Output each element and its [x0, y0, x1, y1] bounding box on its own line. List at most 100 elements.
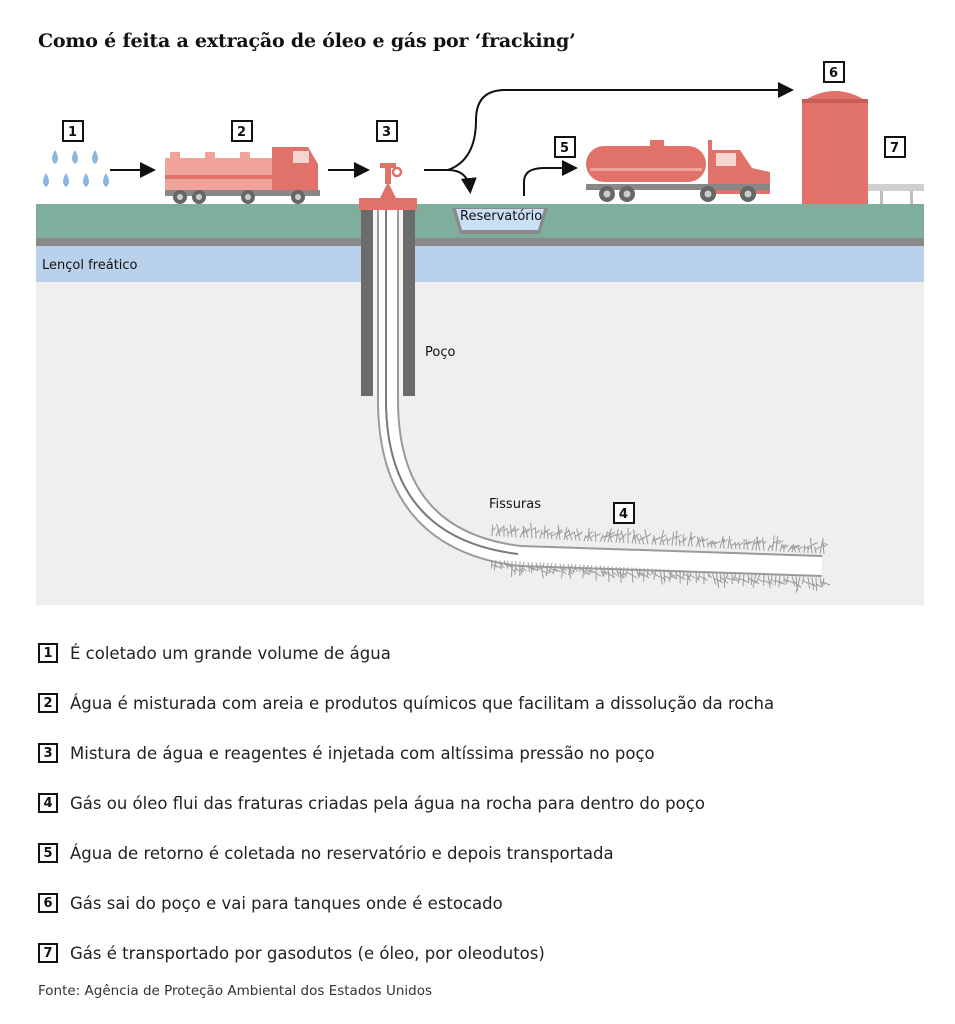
water-table-layer [36, 246, 924, 282]
fissure-stroke [608, 531, 618, 543]
fissure-stroke [707, 571, 713, 579]
fissure-stroke [627, 527, 632, 544]
fissure-stroke [496, 523, 504, 537]
step-2-marker: 2 [231, 120, 253, 142]
fissure-stroke [678, 538, 687, 547]
fissures-label: Fissuras [489, 497, 541, 512]
fissure-stroke [522, 525, 530, 538]
fissure-stroke [659, 568, 667, 585]
legend-text-1: É coletado um grande volume de água [70, 643, 391, 663]
legend-number-1: 1 [38, 643, 58, 663]
fissure-stroke [785, 575, 794, 585]
fissure-stroke [687, 570, 695, 580]
fissure-stroke [632, 529, 640, 544]
fissure-stroke [509, 524, 516, 538]
step-6-marker: 6 [823, 61, 845, 83]
svg-text:2: 2 [237, 125, 246, 140]
legend-text-7: Gás é transportado por gasodutos (e óleo… [70, 943, 545, 963]
fissure-stroke [707, 541, 714, 548]
fissure-stroke [701, 535, 709, 548]
wellhead-valve [391, 166, 403, 178]
fissure-stroke [668, 569, 677, 582]
fissure-stroke [503, 525, 508, 537]
fissure-stroke [756, 536, 764, 551]
tanker-truck-icon [586, 140, 770, 202]
step-5-marker: 5 [554, 136, 576, 158]
fissure-stroke [738, 542, 744, 550]
fissure-stroke [809, 537, 818, 554]
fissure-stroke [576, 528, 584, 541]
fissure-stroke [636, 536, 644, 545]
fissure-stroke [535, 527, 541, 539]
fissure-stroke [545, 562, 555, 577]
fissure-stroke [703, 571, 708, 585]
fissure-stroke [639, 534, 646, 545]
fissure-stroke [644, 529, 652, 545]
fissure-stroke [514, 525, 520, 538]
legend-item-3: 3 Mistura de água e reagentes é injetada… [38, 728, 938, 778]
step-1-marker: 1 [62, 120, 84, 142]
fissure-stroke [695, 570, 700, 584]
fissure-stroke [643, 568, 650, 582]
fissure-stroke [775, 536, 784, 552]
fissure-stroke [666, 536, 672, 546]
legend-number-4: 4 [38, 793, 58, 813]
fissure-stroke [722, 536, 728, 549]
fissure-stroke [618, 536, 625, 543]
fissure-stroke [588, 534, 595, 542]
fissure-stroke [795, 576, 802, 593]
fissure-stroke [499, 560, 505, 569]
fissure-stroke [646, 568, 652, 577]
fissure-stroke [783, 575, 789, 583]
reservoir-label: Reservatório [460, 209, 542, 224]
ground-edge [36, 238, 924, 246]
fissure-stroke [675, 530, 682, 546]
fissure-stroke [595, 565, 602, 581]
arrow-reservoir-to-truck [523, 160, 578, 196]
legend-text-4: Gás ou óleo flui das fraturas criadas pe… [70, 793, 705, 813]
fissure-stroke [557, 524, 563, 540]
fissure-stroke [815, 577, 823, 592]
fissure-stroke [620, 530, 627, 544]
legend-text-2: Água é misturada com areia e produtos qu… [70, 693, 775, 713]
storage-tank-icon [802, 91, 868, 204]
fissure-stroke [750, 573, 756, 586]
fissure-stroke [745, 539, 754, 550]
fissure-stroke [524, 527, 530, 539]
fissure-stroke [682, 534, 688, 547]
well-label: Poço [425, 345, 455, 360]
fissure-stroke [520, 561, 527, 575]
water-table-label: Lençol freático [42, 258, 138, 273]
fissure-stroke [635, 567, 644, 579]
fissure-stroke [732, 572, 740, 581]
legend-item-5: 5 Água de retorno é coletada no reservat… [38, 828, 938, 878]
legend-number-3: 3 [38, 743, 58, 763]
fissure-stroke [582, 564, 591, 579]
fissure-stroke [807, 546, 812, 554]
fissure-stroke [552, 563, 561, 575]
well-pipe-core [385, 206, 519, 555]
step-4-marker: 4 [613, 502, 635, 524]
fissure-stroke [587, 565, 596, 575]
wellhead-cap [380, 163, 396, 168]
step-7-marker: 7 [884, 136, 906, 158]
fissure-stroke [568, 564, 575, 576]
fissure-stroke [659, 530, 667, 546]
fissure-stroke [796, 546, 804, 553]
diagram-title: Como é feita a extração de óleo e gás po… [38, 30, 576, 52]
fissure-stroke [778, 575, 786, 588]
svg-text:4: 4 [619, 507, 628, 522]
fissure-stroke [611, 566, 618, 579]
fissure-stroke [774, 575, 782, 586]
reservoir-water [456, 209, 544, 230]
svg-text:5: 5 [560, 141, 569, 156]
fissure-stroke [715, 571, 724, 589]
svg-text:3: 3 [382, 125, 391, 140]
fissure-stroke [679, 570, 686, 584]
legend-number-5: 5 [38, 843, 58, 863]
step-3-marker: 3 [376, 120, 398, 142]
legend-text-5: Água de retorno é coletada no reservatór… [70, 843, 614, 863]
fissure-stroke [801, 576, 809, 585]
fissure-stroke [491, 525, 497, 537]
fissure-stroke [724, 572, 732, 582]
